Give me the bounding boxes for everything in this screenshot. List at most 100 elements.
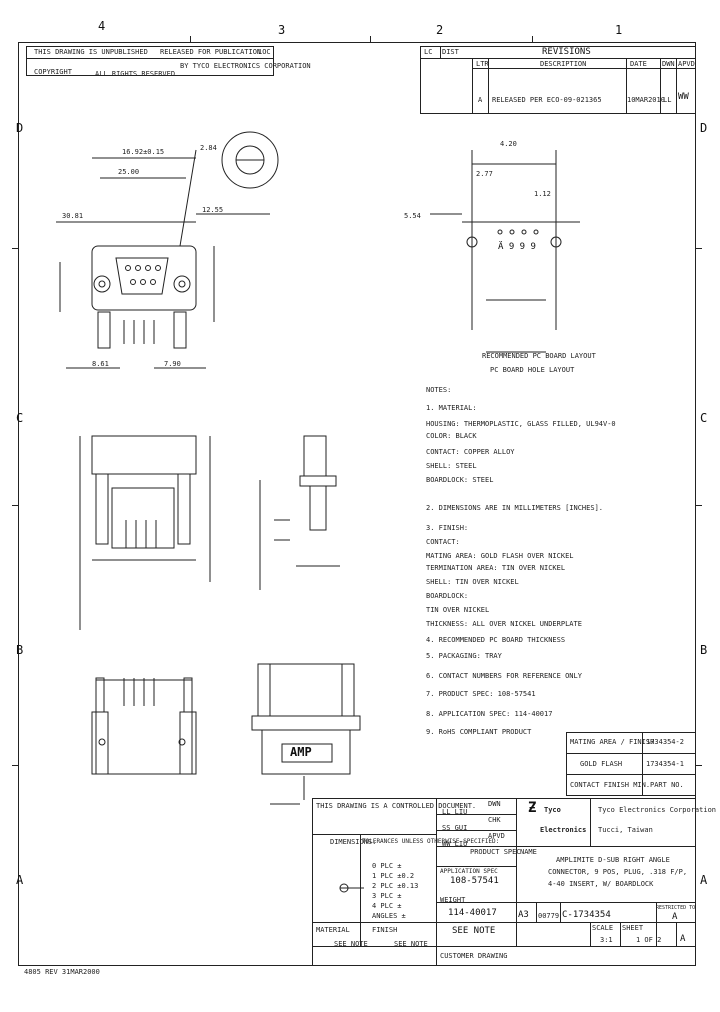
zone-tick <box>370 36 371 42</box>
rev-col-ltr: LTR <box>476 60 489 68</box>
note-line: 3. FINISH: <box>426 524 469 532</box>
tb-company-1: Tyco <box>544 806 561 814</box>
tb-dwn-label: DWN <box>488 800 501 808</box>
note-line: 8. APPLICATION SPEC: 114-40017 <box>426 710 553 718</box>
tb-divider <box>656 902 657 946</box>
tb-appvd: WW LIU <box>442 840 468 848</box>
dim-label: 4.20 <box>500 140 517 148</box>
note-line: SHELL: TIN OVER NICKEL <box>426 578 519 586</box>
notes-title: NOTES: <box>426 386 452 394</box>
rev-divider <box>626 58 627 114</box>
tb-divider <box>312 946 696 947</box>
zone-label-c-right: C <box>700 411 708 425</box>
zone-tick <box>532 36 533 42</box>
table-part: 1734354-1 <box>646 760 684 768</box>
zone-tick <box>12 765 18 766</box>
tb-divider <box>676 922 677 946</box>
tb-tol-row: 0 PLC ± <box>372 862 402 870</box>
note-line: 2. DIMENSIONS ARE IN MILLIMETERS [INCHES… <box>426 504 604 512</box>
tb-see-note-2: SEE NOTE <box>394 940 428 948</box>
title-block <box>312 798 696 966</box>
tb-letter-a: A <box>680 934 686 944</box>
rev-row-dwn: LL <box>663 96 672 104</box>
note-line: TIN OVER NICKEL <box>426 606 490 614</box>
header-released: RELEASED FOR PUBLICATION <box>160 48 262 56</box>
tb-divider <box>312 834 436 835</box>
rev-row-desc: RELEASED PER ECO-09-021365 <box>492 96 602 104</box>
tb-rev-label: RESTRICTED TO <box>656 905 696 911</box>
tb-divider <box>590 798 591 846</box>
zone-label-2: 2 <box>436 23 444 37</box>
tb-company-name: Tyco Electronics Corporation <box>598 806 717 814</box>
tb-see-note-1: SEE NOTE <box>334 940 368 948</box>
footer-note: 4805 REV 31MAR2000 <box>24 968 100 976</box>
dim-label: 7.90 <box>164 360 181 368</box>
note-line: THICKNESS: ALL OVER NICKEL UNDERPLATE <box>426 620 582 628</box>
tb-dwg-no: C-1734354 <box>562 910 611 920</box>
tb-divider <box>560 902 561 922</box>
header-rights: ALL RIGHTS RESERVED <box>95 70 176 78</box>
dim-label: 30.81 <box>62 212 84 220</box>
tb-sheet: 1 OF 2 <box>636 936 662 944</box>
tb-company-city: Tucci, Taiwan <box>598 826 653 834</box>
zone-label-b-left: B <box>16 643 24 657</box>
note-line: 1. MATERIAL: <box>426 404 477 412</box>
tb-tol-row: 2 PLC ±0.13 <box>372 882 419 890</box>
tb-cage: 00779 <box>538 912 560 920</box>
note-line: 6. CONTACT NUMBERS FOR REFERENCE ONLY <box>426 672 582 680</box>
rev-col-dwn: DWN <box>662 60 675 68</box>
tb-divider <box>516 798 517 946</box>
tb-size: A3 <box>518 910 529 920</box>
rev-row-ltr: A <box>478 96 483 104</box>
zone-tick <box>190 36 191 42</box>
note-line: BOARDLOCK: <box>426 592 469 600</box>
rev-lc-label: LC <box>424 48 433 56</box>
tb-app-spec-label: APPLICATION SPEC <box>440 868 498 875</box>
note-line: CONTACT: <box>426 538 460 546</box>
tb-divider <box>360 834 361 946</box>
tb-name-line: 4-40 INSERT, W/ BOARDLOCK <box>548 880 654 888</box>
tb-prod-spec-label: PRODUCT SPEC <box>470 848 521 856</box>
tb-name-label: NAME <box>520 848 537 856</box>
tb-tol-row: 4 PLC ± <box>372 902 402 910</box>
rev-divider <box>420 58 696 59</box>
tb-finish-label: FINISH <box>372 926 398 934</box>
amp-logo: AMP <box>290 745 312 759</box>
header-strip <box>26 46 274 76</box>
table-finish: GOLD FLASH <box>580 760 623 768</box>
tb-app-spec: 114-40017 <box>448 908 497 918</box>
tb-material-label: MATERIAL <box>316 926 350 934</box>
tb-rev: A <box>672 912 678 922</box>
table-part: PART NO. <box>650 781 684 789</box>
dim-label: 1.12 <box>534 190 551 198</box>
tb-name-line: AMPLIMITE D-SUB RIGHT ANGLE <box>556 856 670 864</box>
tb-company-2: Electronics <box>540 826 587 834</box>
tb-divider <box>436 866 516 867</box>
header-unpublished: THIS DRAWING IS UNPUBLISHED <box>34 48 148 56</box>
rev-col-date: DATE <box>630 60 647 68</box>
revisions-block <box>420 46 696 114</box>
dim-label: 2.84 <box>200 144 217 152</box>
zone-tick <box>12 248 18 249</box>
tb-tolerances-label: TOLERANCES UNLESS OTHERWISE SPECIFIED: <box>362 838 500 845</box>
table-part: 1734354-2 <box>646 738 684 746</box>
tb-scale-label: SCALE <box>592 924 614 932</box>
tb-scale: 3:1 <box>600 936 613 944</box>
tb-divider <box>590 922 591 946</box>
rev-divider <box>676 58 677 114</box>
rev-row-apvd: WW <box>678 92 689 102</box>
zone-tick <box>696 248 702 249</box>
header-loc: LOC <box>258 48 271 56</box>
tb-dwn: LL LIU <box>442 808 468 816</box>
tb-divider <box>436 814 516 815</box>
tb-sheet-label: SHEET <box>622 924 644 932</box>
note-line: 4. RECOMMENDED PC BOARD THICKNESS <box>426 636 566 644</box>
tb-weight: SEE NOTE <box>452 926 496 936</box>
zone-label-b-right: B <box>700 643 708 657</box>
table-finish: MATING AREA / FINISH <box>570 738 655 746</box>
tb-divider <box>436 902 696 903</box>
tb-tol-row: 1 PLC ±0.2 <box>372 872 415 880</box>
zone-label-3: 3 <box>278 23 286 37</box>
header-corp: BY TYCO ELECTRONICS CORPORATION <box>180 62 311 70</box>
